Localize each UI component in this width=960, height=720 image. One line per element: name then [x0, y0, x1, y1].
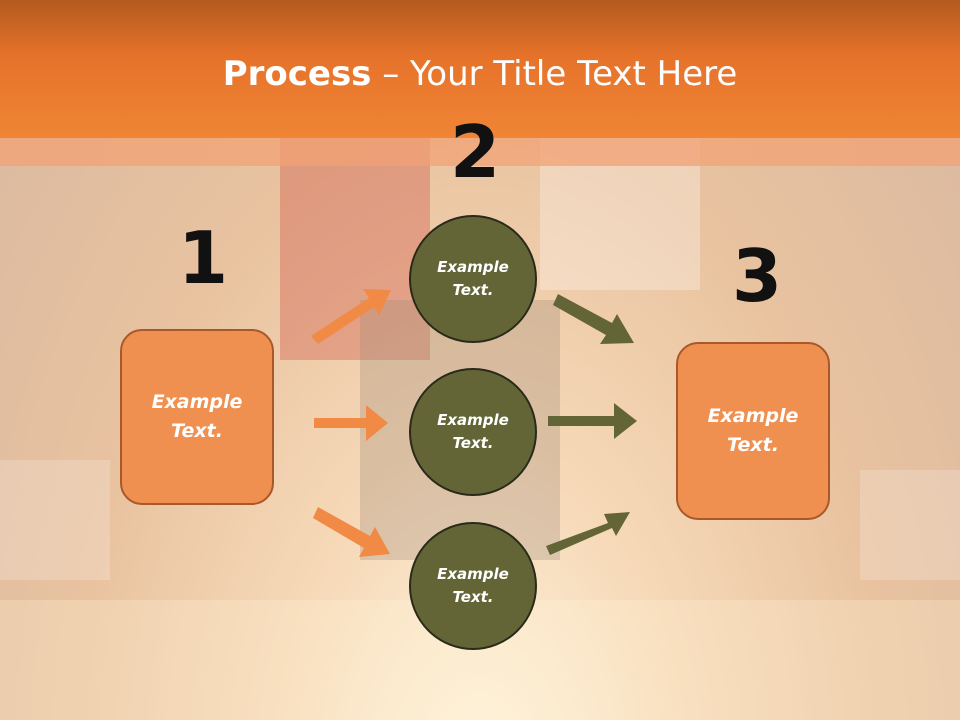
arrow-right-bottom	[546, 512, 630, 555]
arrow-right-middle	[548, 403, 637, 439]
circle-middle: Example Text.	[409, 368, 537, 496]
title-bold: Process	[222, 54, 372, 94]
title-bar	[0, 0, 960, 138]
arrow-left-top	[311, 289, 391, 344]
title-rest: – Your Title Text Here	[371, 54, 738, 94]
arrow-left-bottom	[313, 507, 390, 557]
title-bar-band	[0, 138, 960, 166]
left-box: Example Text.	[120, 329, 274, 505]
arrow-left-middle	[314, 405, 388, 441]
circle-top-label: Example Text.	[437, 258, 509, 299]
circle-bottom-label: Example Text.	[437, 565, 509, 606]
slide-title: Process – Your Title Text Here	[0, 52, 960, 96]
circle-top: Example Text.	[409, 215, 537, 343]
left-box-label: Example Text.	[151, 391, 243, 442]
step-number-3: 3	[732, 234, 783, 318]
step-number-2: 2	[450, 110, 501, 194]
right-box-label: Example Text.	[707, 405, 799, 456]
arrow-right-top	[553, 294, 634, 344]
circle-middle-label: Example Text.	[437, 411, 509, 452]
circle-bottom: Example Text.	[409, 522, 537, 650]
step-number-1: 1	[178, 216, 229, 300]
right-box: Example Text.	[676, 342, 830, 520]
